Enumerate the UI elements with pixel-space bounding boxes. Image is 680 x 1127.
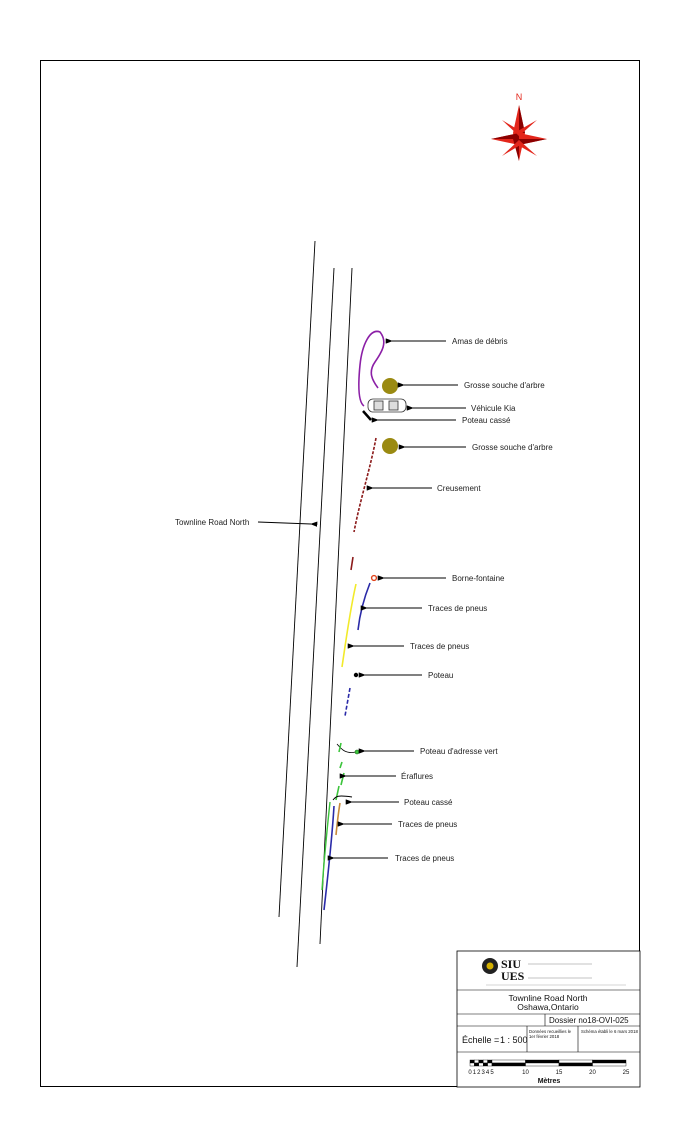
scale-bar-segment <box>525 1062 560 1067</box>
label-broken-pole-2: Poteau cassé <box>404 798 453 807</box>
label-stump-1: Grosse souche d'arbre <box>464 381 545 390</box>
tire-mark-yellow <box>341 583 357 668</box>
logo-siu-text: SIU <box>501 957 521 971</box>
label-scrapes: Éraflures <box>401 772 433 781</box>
scale-bar-segment <box>469 1059 475 1064</box>
tree-stump-1 <box>382 378 398 394</box>
tire-mark-orange <box>335 802 341 836</box>
tire-mark-blue-2 <box>344 687 351 717</box>
label-debris: Amas de débris <box>452 337 508 346</box>
scale-bar-segment <box>525 1059 560 1064</box>
scale-bar-segment <box>487 1059 493 1064</box>
scale-tick-label: 4 <box>486 1070 490 1076</box>
compass-rose-icon: N <box>491 92 547 161</box>
vehicle-kia-icon <box>367 398 407 413</box>
tire-mark-blue-1 <box>357 582 371 631</box>
label-road-name: Townline Road North <box>175 518 249 527</box>
drawing-frame <box>40 60 640 1087</box>
label-tire-4: Traces de pneus <box>395 854 454 863</box>
scale-bar-segment <box>483 1059 488 1064</box>
scale-bar-segment <box>558 1062 593 1067</box>
label-green-pole: Poteau d'adresse vert <box>420 747 498 756</box>
label-tire-1: Traces de pneus <box>428 604 487 613</box>
scale-tick-label: 0 <box>468 1070 472 1076</box>
scale-tick-label: 2 <box>477 1070 481 1076</box>
location-line-1: Townline Road North <box>509 993 588 1003</box>
scale-bar-segment <box>478 1059 484 1064</box>
tire-mark-green-lower <box>321 801 331 891</box>
scale-tick-label: 10 <box>522 1070 529 1076</box>
scale-bar-segment <box>487 1062 493 1067</box>
scale-tick-label: 5 <box>490 1070 494 1076</box>
data-collected-note: Données recueillies le 1er février 2018 <box>529 1029 572 1039</box>
label-broken-pole-1: Poteau cassé <box>462 416 511 425</box>
scale-bar-segment <box>469 1062 475 1067</box>
label-stump-2: Grosse souche d'arbre <box>472 443 553 452</box>
label-vehicle: Véhicule Kia <box>471 404 516 413</box>
scale-value: 1 : 500 <box>500 1035 528 1045</box>
scale-label: Échelle = <box>462 1035 499 1045</box>
label-pole: Poteau <box>428 671 453 680</box>
broken-pole-1 <box>362 410 372 421</box>
scale-tick-label: 25 <box>623 1070 630 1076</box>
scale-bar-segment <box>478 1062 484 1067</box>
label-tire-2: Traces de pneus <box>410 642 469 651</box>
scale-tick-label: 3 <box>482 1070 486 1076</box>
scale-bar-segment <box>592 1059 627 1064</box>
label-gouge: Creusement <box>437 484 481 493</box>
file-number: Dossier no18-OVI-025 <box>549 1016 629 1025</box>
siu-logo-icon: SIU UES <box>482 957 626 986</box>
gouge-mark <box>353 437 377 533</box>
scrape-marks <box>335 742 345 801</box>
scale-bar-segment <box>474 1059 479 1064</box>
callout-arrows <box>257 338 466 861</box>
logo-ues-text: UES <box>501 969 525 983</box>
scale-bar-segment <box>592 1062 627 1067</box>
scale-tick-label: 20 <box>589 1070 596 1076</box>
broken-pole-2 <box>332 795 353 801</box>
scale-bar-segment <box>491 1062 526 1067</box>
scale-tick-label: 1 <box>473 1070 477 1076</box>
fire-hydrant-icon <box>370 574 378 582</box>
scale-bar-segment <box>483 1062 488 1067</box>
scale-tick-label: 15 <box>556 1070 563 1076</box>
label-tire-3: Traces de pneus <box>398 820 457 829</box>
drawn-on-note: Schéma établi le 6 mars 2018 <box>581 1029 638 1034</box>
tree-stump-2 <box>382 438 398 454</box>
gouge-mark-2 <box>350 556 354 571</box>
location-line-2: Oshawa,Ontario <box>517 1002 579 1012</box>
scale-bar-segment <box>491 1059 526 1064</box>
scale-bar-segment <box>474 1062 479 1067</box>
title-block: SIU UES Townline Road North Oshawa,Ontar… <box>456 950 641 1088</box>
green-address-pole-icon <box>354 749 360 755</box>
road-lines <box>278 240 353 968</box>
debris-pile-outline <box>358 330 385 407</box>
pole-icon <box>353 672 359 678</box>
scale-bar-segment <box>558 1059 593 1064</box>
north-label: N <box>516 92 523 102</box>
green-pole-connector <box>336 743 357 753</box>
scale-unit: Mètres <box>538 1078 561 1085</box>
label-hydrant: Borne-fontaine <box>452 574 505 583</box>
